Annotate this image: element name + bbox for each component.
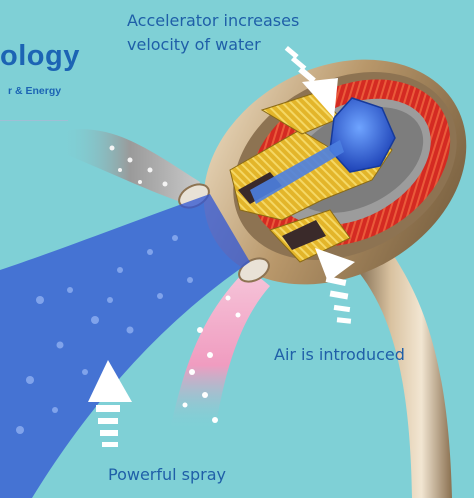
brand-wordmark: ology xyxy=(0,40,80,73)
upper-air-inlet xyxy=(60,129,200,206)
spray-caption: Powerful spray xyxy=(108,465,226,484)
brand-divider xyxy=(0,120,68,121)
accelerator-caption-line2: velocity of water xyxy=(127,35,261,54)
air-caption: Air is introduced xyxy=(274,345,405,364)
brand-subline: r & Energy xyxy=(8,85,61,97)
accelerator-caption-line1: Accelerator increases xyxy=(127,11,299,30)
